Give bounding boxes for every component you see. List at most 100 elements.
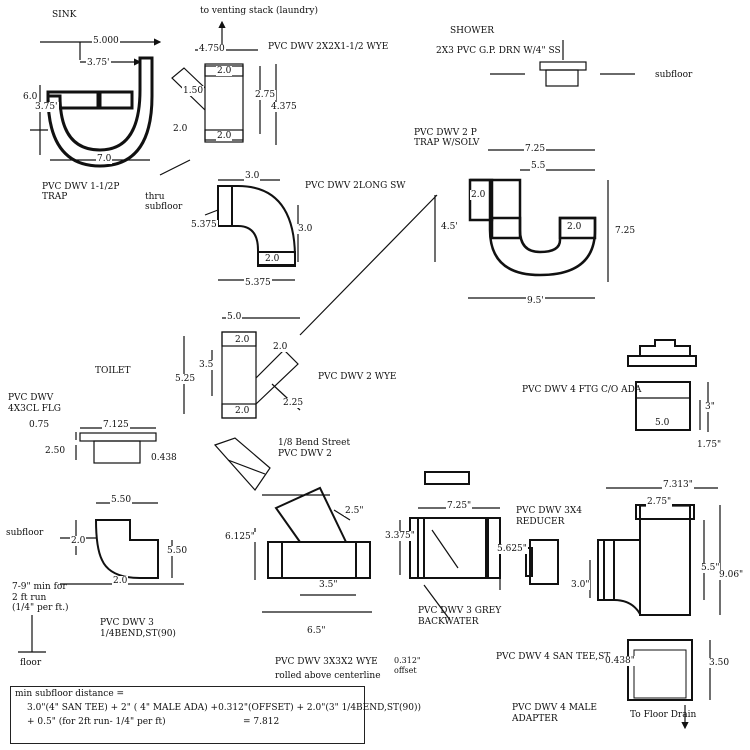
dim-ad-350: 3.50 bbox=[708, 658, 731, 668]
dim-b90-20a: 2.0 bbox=[70, 536, 87, 546]
dim-st-725b: 7.25 bbox=[614, 226, 637, 236]
subfloor-shower-label: subfloor bbox=[655, 70, 693, 80]
dim-co-175: 1.75" bbox=[696, 440, 723, 450]
wye3-label-1: PVC DWV 3X3X2 WYE bbox=[275, 657, 378, 667]
dim-wye-20c: 2.0 bbox=[216, 131, 233, 141]
dim-b90-20b: 2.0 bbox=[112, 576, 129, 586]
dim-fl-075: 0.75 bbox=[28, 420, 51, 430]
wye-3x3x2 bbox=[254, 486, 372, 613]
run-label-2: 2 ft run bbox=[12, 593, 47, 603]
dim-b90-550: 5.50 bbox=[110, 495, 133, 505]
offset-label-1: 0.312" bbox=[394, 656, 421, 665]
wye3-label-2: rolled above centerline bbox=[275, 671, 381, 681]
venting-label: to venting stack (laundry) bbox=[200, 6, 318, 16]
adapter-label-1: PVC DWV 4 MALE bbox=[512, 703, 597, 713]
floor-label: floor bbox=[20, 658, 42, 668]
dim-sw-5375a: 5.375 bbox=[190, 220, 218, 230]
long-sweep bbox=[204, 179, 299, 281]
reducer bbox=[525, 539, 559, 585]
dim-fl-7125: 7.125 bbox=[102, 420, 130, 430]
shower-trap-label-1: PVC DWV 2 P bbox=[414, 128, 477, 138]
flange-label-2: 4X3CL FLG bbox=[8, 404, 61, 414]
reducer-label-2: REDUCER bbox=[516, 517, 565, 527]
sink-trap-label-2: TRAP bbox=[42, 192, 68, 202]
dim-st-55: 5.5 bbox=[530, 161, 547, 171]
dim-wm-20a: 2.0 bbox=[234, 335, 251, 345]
cleanout-label: PVC DWV 4 FTG C/O ADA bbox=[522, 385, 642, 395]
subfloor-label: subfloor bbox=[6, 528, 44, 538]
dim-sw-30b: 3.0 bbox=[297, 224, 314, 234]
cleanout-adapter bbox=[627, 339, 709, 432]
male-adapter bbox=[627, 639, 711, 730]
dim-sw-30a: 3.0 bbox=[244, 171, 261, 181]
dim-sw-5375b: 5.375 bbox=[244, 278, 272, 288]
dim-st-45: 4.5' bbox=[440, 222, 459, 232]
dim-st-20b: 2.0 bbox=[566, 222, 583, 232]
dim-st-7313: 7.313" bbox=[662, 480, 694, 490]
san-tee bbox=[589, 487, 721, 616]
dim-w3-25: 2.5" bbox=[344, 506, 365, 516]
toilet-label: TOILET bbox=[95, 366, 131, 376]
wye-mid bbox=[183, 317, 301, 419]
floor-drain-label: To Floor Drain bbox=[630, 710, 697, 720]
note-line-1: min subfloor distance = bbox=[15, 689, 125, 699]
subfloor-calculation-note: min subfloor distance = 3.0"(4" SAN TEE)… bbox=[10, 686, 421, 744]
shower-trap-label-2: TRAP W/SOLV bbox=[414, 138, 480, 148]
sink-title: SINK bbox=[52, 10, 77, 20]
dim-wye-4375: 4.375 bbox=[270, 102, 298, 112]
dim-w3-6125: 6.125" bbox=[224, 532, 256, 542]
dim-wm-50: 5.0 bbox=[226, 312, 243, 322]
bend90-label-2: 1/4BEND,ST(90) bbox=[100, 629, 176, 639]
street-bend bbox=[213, 437, 271, 491]
backwater-label-1: PVC DWV 3 GREY bbox=[418, 606, 502, 616]
thru-label-1: thru bbox=[145, 192, 165, 202]
dim-wm-20c: 2.0 bbox=[234, 406, 251, 416]
toilet-flange bbox=[75, 427, 157, 464]
run-label-3: (1/4" per ft.) bbox=[12, 603, 69, 613]
backwater-valve bbox=[399, 471, 501, 621]
note-line-3: + 0.5" (for 2ft run- 1/4" per ft) bbox=[27, 717, 166, 727]
shower-title: SHOWER bbox=[450, 26, 494, 36]
dim-wye-150: 1.50 bbox=[182, 86, 205, 96]
dim-wm-20b: 2.0 bbox=[272, 342, 289, 352]
san-tee-label: PVC DWV 4 SAN TEE,ST bbox=[496, 652, 611, 662]
note-line-2: 3.0"(4" SAN TEE) + 2" ( 4" MALE ADA) +0.… bbox=[27, 703, 422, 713]
dim-ad-0438: 0.438" bbox=[604, 656, 636, 666]
offset-label-2: offset bbox=[394, 666, 417, 675]
dim-wye-20a: 2.0 bbox=[216, 66, 233, 76]
dim-wye-275: 2.75 bbox=[254, 90, 277, 100]
dim-sink-375a: 3.75' bbox=[86, 58, 111, 68]
dim-bw-725: 7.25" bbox=[446, 501, 473, 511]
street-label-2: PVC DWV 2 bbox=[278, 449, 332, 459]
wye-mid-label: PVC DWV 2 WYE bbox=[318, 372, 397, 382]
dim-st-725: 7.25 bbox=[524, 144, 547, 154]
dim-sink-60: 6.0 bbox=[22, 92, 39, 102]
reducer-label-1: PVC DWV 3X4 bbox=[516, 506, 582, 516]
run-label-1: 7-9" min for bbox=[12, 582, 67, 592]
shower-drain bbox=[490, 40, 635, 87]
dim-bw-5625: 5.625" bbox=[496, 544, 528, 554]
wye-top-label: PVC DWV 2X2X1-1/2 WYE bbox=[268, 42, 389, 52]
dim-wye-20b: 2.0 bbox=[172, 124, 189, 134]
adapter-label-2: ADAPTER bbox=[512, 714, 558, 724]
dim-b90-550b: 5.50 bbox=[166, 546, 189, 556]
dim-st-275: 2.75" bbox=[646, 497, 673, 507]
dim-fl-0438: 0.438 bbox=[150, 453, 178, 463]
shower-p-trap bbox=[299, 149, 609, 336]
dim-st-95: 9.5' bbox=[526, 296, 545, 306]
dim-wm-35: 3.5 bbox=[198, 360, 215, 370]
sink-trap-label-1: PVC DWV 1-1/2P bbox=[42, 182, 120, 192]
shower-drain-label: 2X3 PVC G.P. DRN W/4" SS bbox=[436, 46, 561, 56]
long-sweep-label: PVC DWV 2LONG SW bbox=[305, 181, 406, 191]
flange-label-1: PVC DWV bbox=[8, 393, 54, 403]
dim-co-50: 5.0 bbox=[654, 418, 671, 428]
dim-sink-70: 7.0 bbox=[96, 154, 113, 164]
dim-sink-375b: 3.75' bbox=[34, 102, 59, 112]
dim-co-3: 3" bbox=[704, 402, 716, 412]
backwater-label-2: BACKWATER bbox=[418, 617, 479, 627]
dim-w3-65: 6.5" bbox=[306, 626, 327, 636]
dim-st-906: 9.06" bbox=[718, 570, 745, 580]
note-line-4: = 7.812 bbox=[243, 717, 280, 727]
dim-wm-525: 5.25 bbox=[174, 374, 197, 384]
dim-sink-5000: 5.000 bbox=[92, 36, 120, 46]
